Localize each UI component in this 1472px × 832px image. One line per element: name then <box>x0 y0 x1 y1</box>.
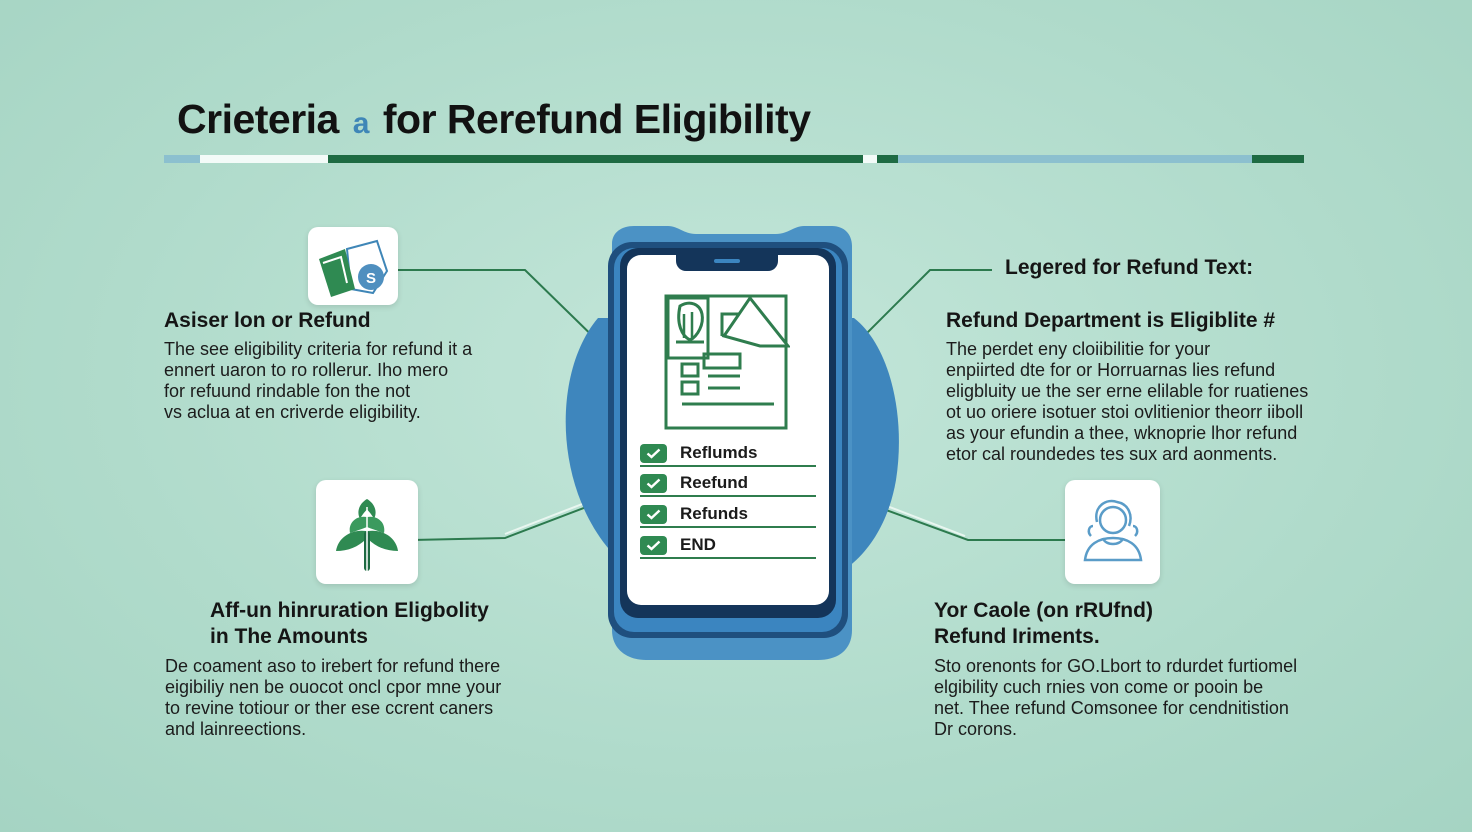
checklist-label: Reflumds <box>680 443 758 462</box>
checklist-row: Reefund <box>640 471 816 497</box>
section-top-right: Refund Department is Eligiblite # The pe… <box>946 308 1308 465</box>
section-line: ot uo oriere isotuer stoi ovlitienior th… <box>946 402 1304 422</box>
section-line: eligbluity ue the ser erne elilable for … <box>946 381 1309 401</box>
section-heading-line: Yor Caole (on rRUfnd) <box>934 599 1153 622</box>
title-rest: for Rerefund Eligibility <box>382 96 811 142</box>
section-bottom-left: Aff-un hinruration Eligbolity in The Amo… <box>210 598 489 650</box>
checklist-label: END <box>680 535 716 554</box>
section-top-right-label: Legered for Refund Text: <box>1005 256 1254 279</box>
svg-text:S: S <box>366 270 376 287</box>
checklist-label: Refunds <box>680 504 748 523</box>
check-icon <box>640 443 667 463</box>
section-heading-line: Aff-un hinruration Eligbolity <box>210 599 489 622</box>
title-mark: a <box>352 107 370 140</box>
section-line: The perdet eny cloiibilitie for your <box>946 339 1211 359</box>
section-heading: Asiser lon or Refund <box>164 309 371 332</box>
plant-leaf-icon <box>316 480 418 584</box>
section-bottom-left-body: De coament aso to irebert for refund the… <box>165 656 501 740</box>
section-line: ennert uaron to ro rollerur. Iho mero <box>164 360 449 380</box>
section-heading-line: Refund Iriments. <box>934 625 1100 648</box>
section-line: Dr corons. <box>934 719 1018 739</box>
section-heading: Refund Department is Eligiblite # <box>946 309 1276 332</box>
section-heading-line: in The Amounts <box>210 625 368 648</box>
section-line: vs aclua at en criverde eligibility. <box>164 402 421 422</box>
checklist-label: Reefund <box>680 473 748 492</box>
section-line: enpiirted dte for or Horruarnas lies ref… <box>946 360 1276 380</box>
document-clip-icon: S <box>308 227 398 305</box>
phone-notch <box>676 255 778 271</box>
section-line: net. Thee refund Comsonee for cendnitist… <box>934 698 1289 718</box>
check-icon <box>640 473 667 493</box>
section-top-left: Asiser lon or Refund The see eligibility… <box>164 308 472 423</box>
check-icon <box>640 535 667 555</box>
checklist-row: END <box>640 533 816 559</box>
document-icon <box>664 294 790 430</box>
section-line: as your efundin a thee, wknoprie lhor re… <box>946 423 1298 443</box>
check-icon <box>640 504 667 524</box>
section-line: for refuund rindable fon the not <box>164 381 411 401</box>
section-line: eigibiliy nen be ouocot oncl cpor mne yo… <box>165 677 502 697</box>
title-main: Crieteria <box>177 96 339 142</box>
section-line: and lainreections. <box>165 719 307 739</box>
section-line: to revine totiour or ther ese ccrent can… <box>165 698 494 718</box>
title-divider <box>164 155 1304 163</box>
section-line: Sto orenonts for GO.Lbort to rdurdet fur… <box>934 656 1298 676</box>
checklist-row: Refunds <box>640 502 816 528</box>
section-line: De coament aso to irebert for refund the… <box>165 656 501 676</box>
section-line: etor cal roundedes tes sux ard aonments. <box>946 444 1278 464</box>
section-bottom-right-body: Sto orenonts for GO.Lbort to rdurdet fur… <box>934 656 1297 740</box>
checklist-row: Reflumds <box>640 441 816 467</box>
page-title: Crieteria a for Rerefund Eligibility <box>177 96 811 143</box>
user-profile-icon <box>1065 480 1160 584</box>
section-bottom-right: Yor Caole (on rRUfnd) Refund Iriments. <box>934 598 1153 650</box>
notch-speaker <box>714 259 740 263</box>
section-line: The see eligibility criteria for refund … <box>164 339 473 359</box>
section-line: elgibility cuch rnies von come or pooin … <box>934 677 1264 697</box>
